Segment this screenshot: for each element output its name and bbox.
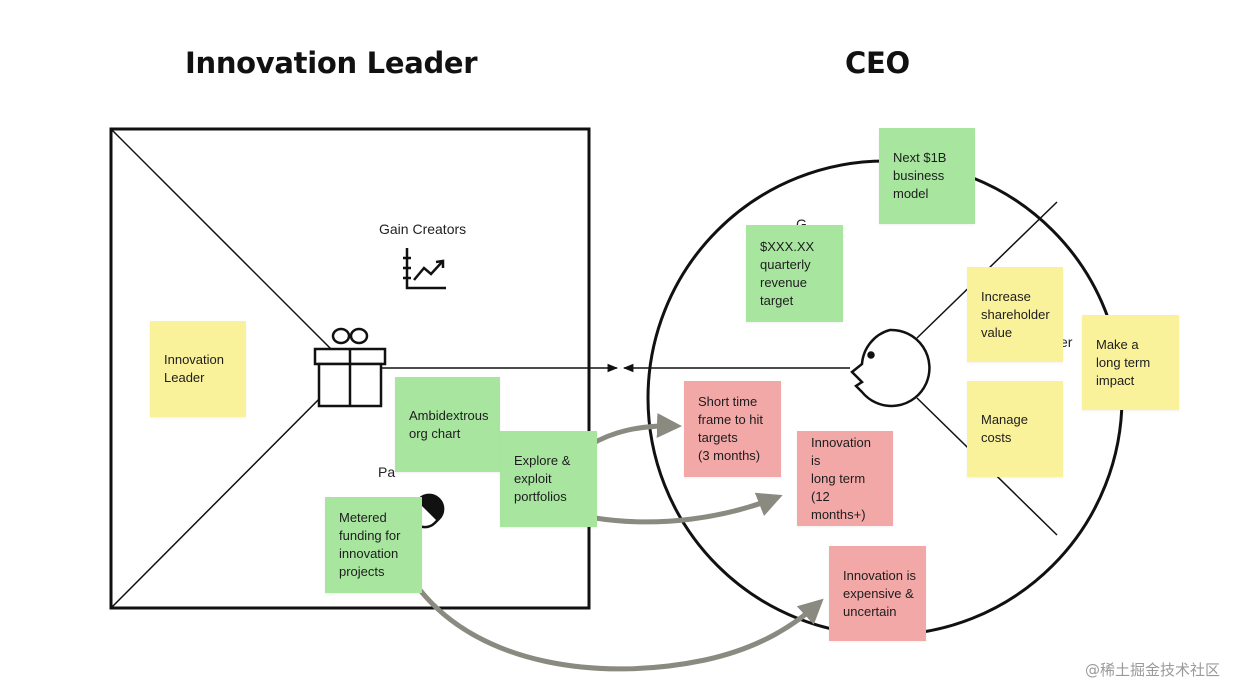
curved-arrow-to-short-time-frame <box>588 412 682 448</box>
sticky-note-innovation-expensive[interactable]: Innovation is expensive & uncertain <box>829 546 926 641</box>
pain-relievers-label: Pa <box>378 464 396 480</box>
note-text: Innovation Leader <box>164 352 224 385</box>
sticky-note-next-1b[interactable]: Next $1B business model <box>879 128 975 224</box>
note-text: Make a long term impact <box>1096 336 1151 388</box>
sticky-note-metered-funding[interactable]: Metered funding for innovation projects <box>325 497 422 593</box>
watermark: @稀土掘金技术社区 <box>1084 661 1220 679</box>
gains-label: G <box>796 216 807 232</box>
note-text: Increase shareholder value <box>981 288 1050 340</box>
sticky-note-explore-exploit[interactable]: Explore & exploit portfolios <box>500 431 597 527</box>
sticky-note-innovation-leader[interactable]: Innovation Leader <box>150 321 246 417</box>
curved-arrow-to-long-term <box>594 492 783 525</box>
note-text: Next $1B business model <box>893 150 947 201</box>
note-text: Explore & exploit portfolios <box>514 453 571 504</box>
sticky-note-quarterly-revenue[interactable]: $XXX.XX quarterly revenue target <box>746 225 843 322</box>
innovation-leader-title: Innovation Leader <box>185 46 478 80</box>
note-text: Ambidextrous org chart <box>409 407 489 441</box>
note-text: Short time frame to hit targets (3 month… <box>698 394 764 463</box>
face-icon <box>850 328 931 408</box>
sticky-note-innovation-long-term[interactable]: Innovation is long term (12 months+) <box>797 431 893 526</box>
sticky-note-ambidextrous[interactable]: Ambidextrous org chart <box>395 377 500 472</box>
ceo-title: CEO <box>845 46 910 80</box>
note-text: Innovation is long term (12 months+) <box>811 434 871 522</box>
note-text: Manage costs <box>981 412 1028 445</box>
gift-icon <box>313 327 387 408</box>
sticky-note-increase-shareholder[interactable]: Increase shareholder value <box>967 267 1063 362</box>
curved-arrow-to-expensive <box>418 588 824 672</box>
note-text: $XXX.XX quarterly revenue target <box>760 238 815 308</box>
growth-chart-icon <box>403 248 446 290</box>
sticky-note-long-term-impact[interactable]: Make a long term impact <box>1082 315 1179 410</box>
customer-jobs-label: er <box>1060 334 1073 350</box>
note-text: Metered funding for innovation projects <box>339 510 401 579</box>
sticky-note-short-time-frame[interactable]: Short time frame to hit targets (3 month… <box>684 381 781 477</box>
note-text: Innovation is expensive & uncertain <box>843 567 916 619</box>
sticky-note-manage-costs[interactable]: Manage costs <box>967 381 1063 477</box>
gain-creators-label: Gain Creators <box>379 221 467 237</box>
